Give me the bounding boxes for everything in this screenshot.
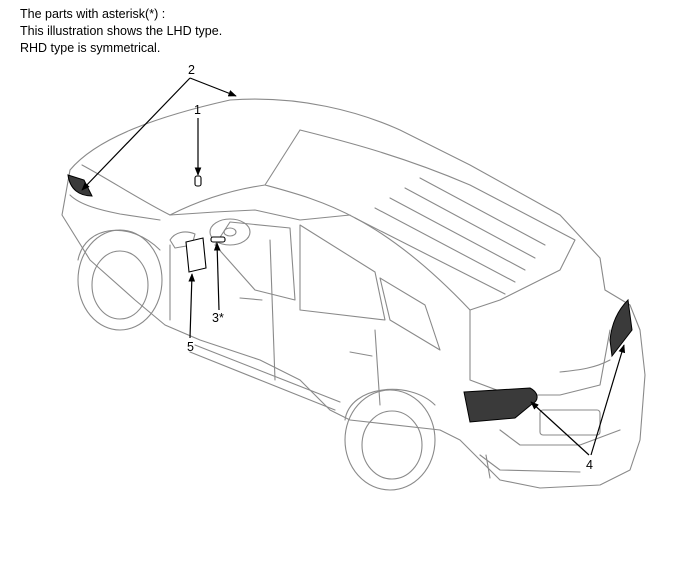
part-4-rear-lamp-left	[463, 387, 538, 423]
part-2-front-lamp	[67, 174, 93, 197]
callout-2: 2	[188, 63, 195, 77]
leader-4b	[590, 344, 626, 456]
note-block: The parts with asterisk(*) : This illust…	[20, 6, 222, 57]
highlighted-parts	[67, 174, 633, 423]
callout-3: 3*	[212, 311, 224, 325]
part-4-rear-lamp-right	[609, 298, 633, 358]
leader-4a	[530, 401, 590, 456]
leader-2b	[81, 77, 191, 191]
callout-4: 4	[586, 458, 593, 472]
note-line-2: This illustration shows the LHD type.	[20, 24, 223, 38]
leader-lines	[81, 77, 626, 456]
part-3-switch	[210, 236, 226, 243]
suv-outline	[61, 98, 646, 491]
leader-3	[213, 242, 221, 311]
part-1-sensor	[194, 175, 202, 187]
note-line-3: RHD type is symmetrical.	[20, 41, 161, 55]
part-5-module	[185, 237, 207, 273]
note-line-1: The parts with asterisk(*) :	[20, 7, 166, 21]
callout-5: 5	[187, 340, 194, 354]
leader-5	[188, 273, 196, 339]
callout-1: 1	[194, 103, 201, 117]
leader-2a	[189, 77, 237, 97]
